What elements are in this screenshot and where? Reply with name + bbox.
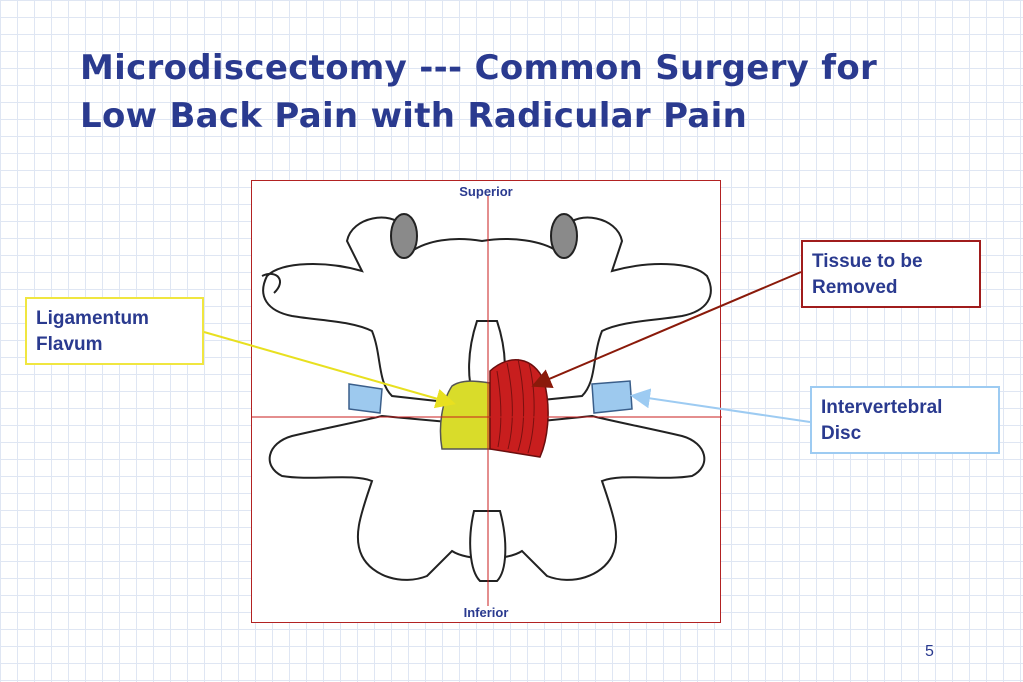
ligamentum-flavum-callout: Ligamentum Flavum (25, 297, 204, 365)
tissue-to-be-removed-callout: Tissue to be Removed (801, 240, 981, 308)
tissue-callout-line-1: Tissue to be (812, 251, 923, 272)
intervertebral-disc-right (591, 380, 633, 414)
title-line-1: Microdiscectomy --- Common Surgery for (80, 48, 878, 88)
inferior-label: Inferior (463, 605, 509, 620)
tissue-hatching (496, 358, 535, 454)
left-facet (390, 213, 418, 259)
ligamentum-callout-line-1: Ligamentum (36, 308, 149, 329)
intervertebral-disc-callout: Intervertebral Disc (810, 386, 1000, 454)
tissue-callout-line-2: Removed (812, 277, 898, 298)
disc-callout-line-2: Disc (821, 423, 862, 444)
title-line-2: Low Back Pain with Radicular Pain (80, 96, 748, 136)
ligamentum-callout-line-2: Flavum (36, 334, 103, 355)
spine-illustration: Superior Inferior (251, 180, 722, 623)
page-number: 5 (925, 643, 934, 660)
intervertebral-disc-left (348, 383, 383, 414)
right-facet (550, 213, 578, 259)
superior-label: Superior (459, 184, 513, 199)
slide-title: Microdiscectomy --- Common Surgery for L… (80, 44, 960, 140)
vertebrae-drawing (252, 195, 722, 606)
disc-callout-line-1: Intervertebral (821, 397, 943, 418)
